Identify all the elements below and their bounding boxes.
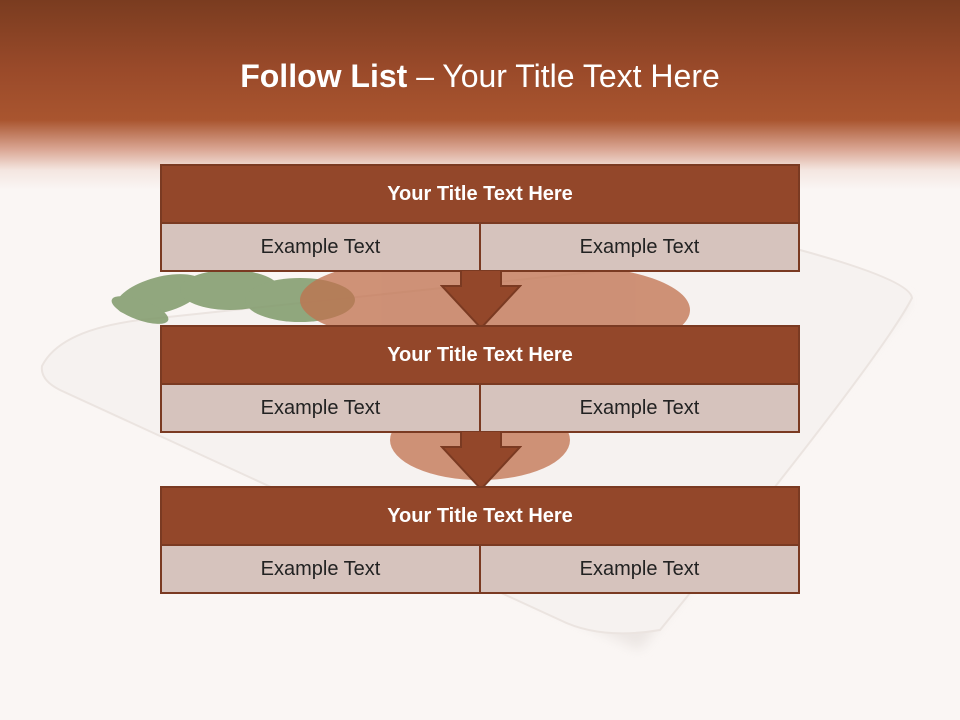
block-cell-left: Example Text — [162, 224, 479, 270]
title-rest: – Your Title Text Here — [407, 58, 720, 94]
block-cell-left: Example Text — [162, 385, 479, 431]
block-title: Your Title Text Here — [162, 166, 798, 224]
title-bold: Follow List — [240, 58, 408, 94]
down-arrow-icon — [440, 431, 522, 491]
block-cell-left: Example Text — [162, 546, 479, 592]
list-block-3: Your Title Text Here Example Text Exampl… — [160, 486, 800, 594]
block-title: Your Title Text Here — [162, 327, 798, 385]
list-block-2: Your Title Text Here Example Text Exampl… — [160, 325, 800, 433]
block-row: Example Text Example Text — [162, 546, 798, 592]
down-arrow-icon — [440, 270, 522, 330]
block-cell-right: Example Text — [479, 546, 798, 592]
block-row: Example Text Example Text — [162, 385, 798, 431]
block-cell-right: Example Text — [479, 385, 798, 431]
list-block-1: Your Title Text Here Example Text Exampl… — [160, 164, 800, 272]
block-row: Example Text Example Text — [162, 224, 798, 270]
block-title: Your Title Text Here — [162, 488, 798, 546]
page-title: Follow List – Your Title Text Here — [0, 52, 960, 100]
block-cell-right: Example Text — [479, 224, 798, 270]
header-band — [0, 0, 960, 190]
